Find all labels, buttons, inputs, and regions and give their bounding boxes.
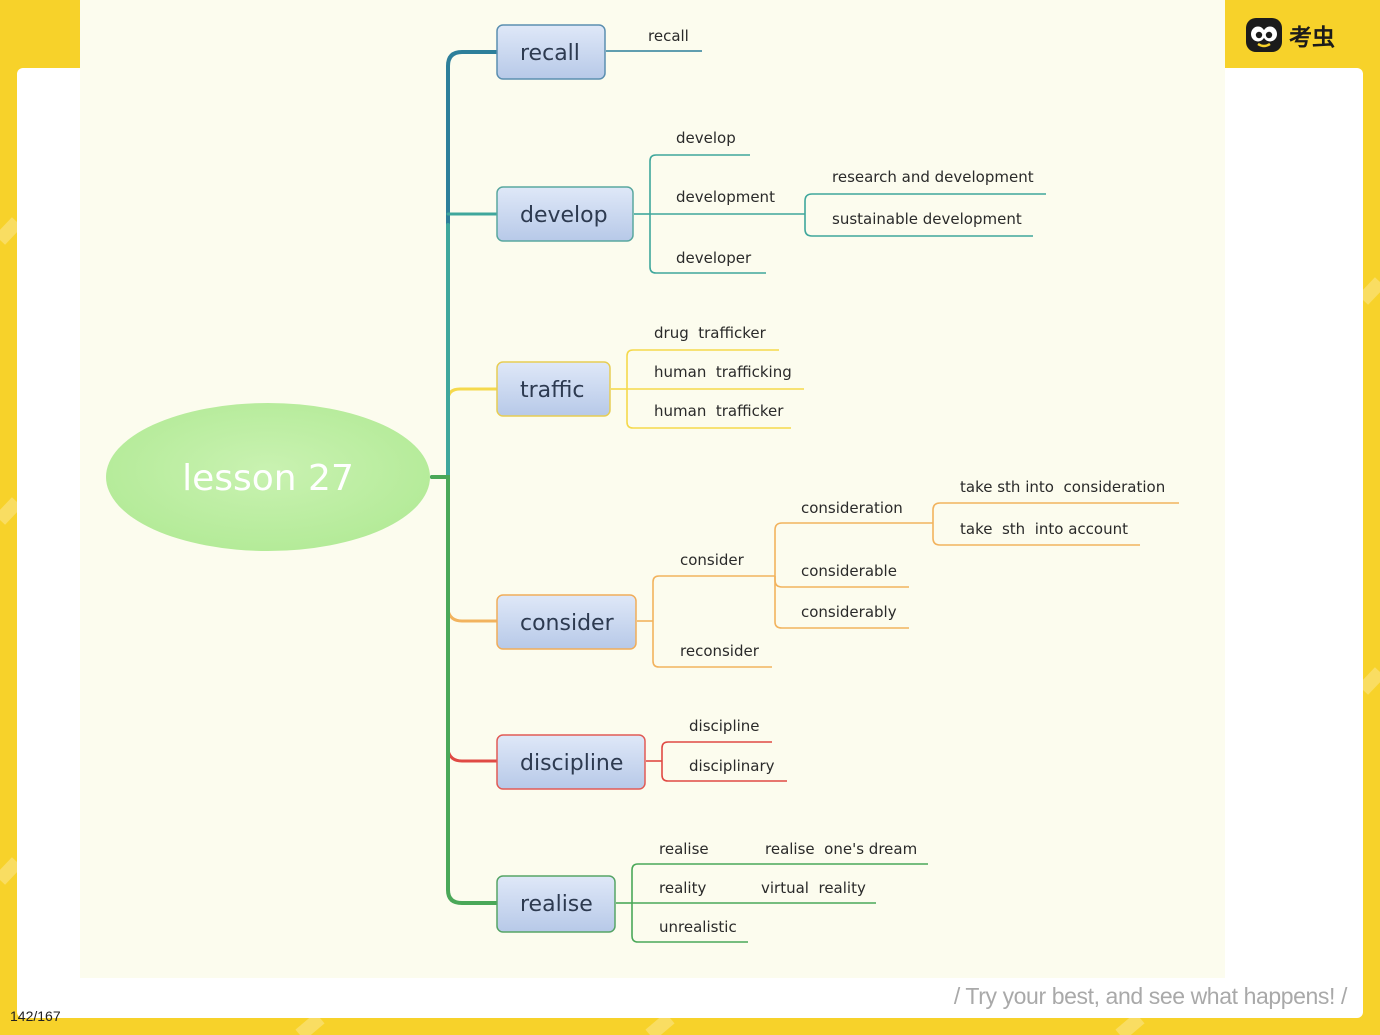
node-development[interactable]: development bbox=[676, 188, 775, 206]
node-develop[interactable]: develop bbox=[676, 129, 736, 147]
development-bracket bbox=[804, 193, 1046, 214]
branch-realise-label: realise bbox=[520, 892, 593, 917]
node-realise[interactable]: realise bbox=[659, 840, 709, 858]
node-take-sth-into-consideration[interactable]: take sth into consideration bbox=[960, 478, 1165, 496]
node-developer[interactable]: developer bbox=[676, 249, 752, 267]
node-considerably[interactable]: considerably bbox=[801, 603, 897, 621]
node-research-and-development[interactable]: research and development bbox=[832, 168, 1034, 186]
slide-motto: / Try your best, and see what happens! / bbox=[953, 983, 1348, 1009]
branch-traffic[interactable] bbox=[496, 361, 611, 417]
bee-face-icon bbox=[1246, 18, 1282, 52]
node-consideration[interactable]: consideration bbox=[801, 499, 903, 517]
branch-realise[interactable] bbox=[496, 875, 616, 933]
node-virtual-reality[interactable]: virtual reality bbox=[761, 879, 866, 897]
branch-recall[interactable] bbox=[496, 24, 606, 80]
node-discipline[interactable]: discipline bbox=[689, 717, 760, 735]
node-drug-trafficker[interactable]: drug trafficker bbox=[654, 324, 767, 342]
trunk-traffic bbox=[446, 387, 500, 479]
node-considerable[interactable]: considerable bbox=[801, 562, 897, 580]
branch-develop[interactable] bbox=[496, 186, 634, 242]
mindmap-canvas: lesson 27 recall develop traffic conside… bbox=[80, 0, 1225, 978]
branch-consider[interactable] bbox=[496, 594, 637, 650]
node-sustainable-development[interactable]: sustainable development bbox=[832, 210, 1022, 228]
node-take-sth-into-account[interactable]: take sth into account bbox=[960, 520, 1128, 538]
branch-recall-label: recall bbox=[520, 41, 580, 66]
node-reality[interactable]: reality bbox=[659, 879, 706, 897]
node-reconsider[interactable]: reconsider bbox=[680, 642, 760, 660]
root-node[interactable] bbox=[106, 403, 430, 551]
trunk-consider bbox=[446, 608, 500, 623]
node-human-trafficking[interactable]: human trafficking bbox=[654, 363, 792, 381]
trunk-lower bbox=[430, 475, 500, 905]
mindmap: lesson 27 recall develop traffic conside… bbox=[106, 24, 1179, 943]
node-human-trafficker[interactable]: human trafficker bbox=[654, 402, 784, 420]
branch-develop-label: develop bbox=[520, 203, 608, 228]
brand-name: 考虫 bbox=[1289, 25, 1335, 51]
branch-traffic-label: traffic bbox=[520, 378, 585, 403]
node-recall[interactable]: recall bbox=[648, 27, 689, 45]
branch-discipline[interactable] bbox=[496, 734, 646, 790]
brand-logo[interactable]: 考虫 bbox=[1245, 17, 1335, 53]
node-unrealistic[interactable]: unrealistic bbox=[659, 918, 737, 936]
node-disciplinary[interactable]: disciplinary bbox=[689, 757, 775, 775]
trunk-upper bbox=[430, 50, 500, 479]
trunk-discipline bbox=[446, 748, 500, 763]
branch-consider-label: consider bbox=[520, 611, 615, 636]
page-counter: 142/167 bbox=[10, 1008, 61, 1024]
branch-discipline-label: discipline bbox=[520, 751, 623, 776]
node-realise-ones-dream[interactable]: realise one's dream bbox=[765, 840, 917, 858]
root-label: lesson 27 bbox=[182, 458, 354, 499]
node-consider[interactable]: consider bbox=[680, 551, 745, 569]
